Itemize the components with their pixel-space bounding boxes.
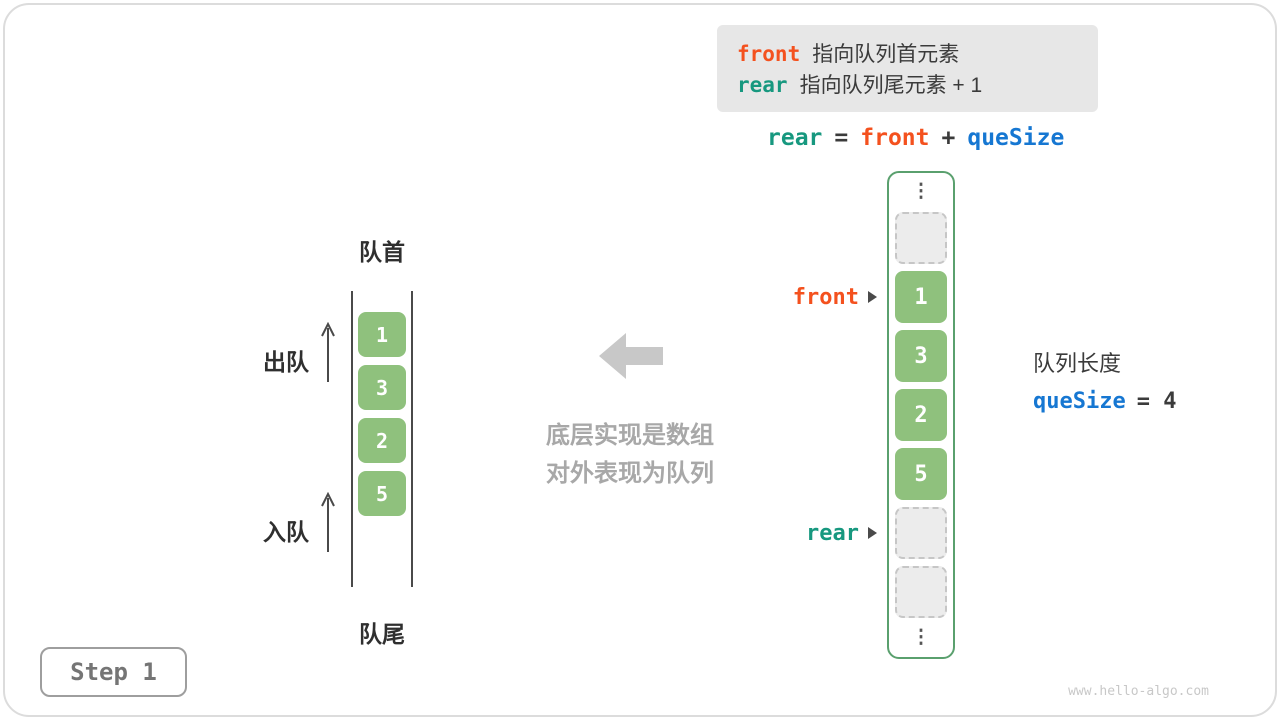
pointer-arrow-icon xyxy=(868,527,877,539)
quesize-line: queSize = 4 xyxy=(1033,389,1176,414)
queue-length-info: 队列长度 queSize = 4 xyxy=(1033,346,1176,414)
rear-pointer: rear xyxy=(753,518,877,548)
queue-channel: 1 3 2 5 xyxy=(351,291,413,587)
queue-length-label: 队列长度 xyxy=(1033,351,1122,376)
diagram-card: front 指向队列首元素 rear 指向队列尾元素 + 1 rear = fr… xyxy=(3,3,1277,717)
front-keyword: front xyxy=(737,41,801,66)
array-container: ⋮ 1 3 2 5 ⋮ xyxy=(887,171,955,659)
description-line-1: 底层实现是数组 xyxy=(546,422,714,449)
transform-arrow-icon xyxy=(599,333,663,379)
queue-tail-label: 队尾 xyxy=(359,621,405,647)
array-cell: 3 xyxy=(895,330,947,382)
front-pointer: front xyxy=(753,282,877,312)
watermark: www.hello-algo.com xyxy=(1068,684,1209,699)
quesize-keyword: queSize xyxy=(1033,389,1126,414)
array-cell-front: 1 xyxy=(895,271,947,323)
description-text: 底层实现是数组 对外表现为队列 xyxy=(500,417,760,493)
quesize-value: = 4 xyxy=(1136,389,1177,414)
queue-head-label: 队首 xyxy=(359,239,405,265)
legend-rear-line: rear 指向队列尾元素 + 1 xyxy=(737,69,1078,99)
formula-quesize-keyword: queSize xyxy=(967,125,1065,151)
formula-rear-keyword: rear xyxy=(767,125,823,151)
formula-plus: + xyxy=(941,125,956,151)
array-cell: 5 xyxy=(895,448,947,500)
rear-keyword: rear xyxy=(737,73,788,98)
dequeue-label: 出队 xyxy=(263,349,309,375)
queue-cell: 2 xyxy=(358,418,406,463)
formula-front-keyword: front xyxy=(860,125,930,151)
front-pointer-label: front xyxy=(792,284,859,310)
rear-description: 指向队列尾元素 + 1 xyxy=(799,74,983,98)
array-top-ellipsis-icon: ⋮ xyxy=(911,181,931,202)
step-badge: Step 1 xyxy=(40,647,187,697)
queue-cell: 1 xyxy=(358,312,406,357)
array-empty-cell xyxy=(895,566,947,618)
dequeue-arrow-icon xyxy=(321,322,335,382)
rear-pointer-label: rear xyxy=(806,520,859,546)
legend-front-line: front 指向队列首元素 xyxy=(737,38,1078,68)
front-description: 指向队列首元素 xyxy=(812,42,960,66)
array-empty-cell-rear xyxy=(895,507,947,559)
legend-box: front 指向队列首元素 rear 指向队列尾元素 + 1 xyxy=(717,25,1098,112)
array-bottom-ellipsis-icon: ⋮ xyxy=(911,627,931,648)
enqueue-arrow-icon xyxy=(321,492,335,552)
queue-cell: 3 xyxy=(358,365,406,410)
pointer-arrow-icon xyxy=(868,291,877,303)
formula: rear = front + queSize xyxy=(767,125,1064,151)
enqueue-label: 入队 xyxy=(263,519,309,545)
array-cell: 2 xyxy=(895,389,947,441)
queue-cell: 5 xyxy=(358,471,406,516)
array-empty-cell xyxy=(895,212,947,264)
formula-equals: = xyxy=(834,125,849,151)
description-line-2: 对外表现为队列 xyxy=(546,460,714,487)
